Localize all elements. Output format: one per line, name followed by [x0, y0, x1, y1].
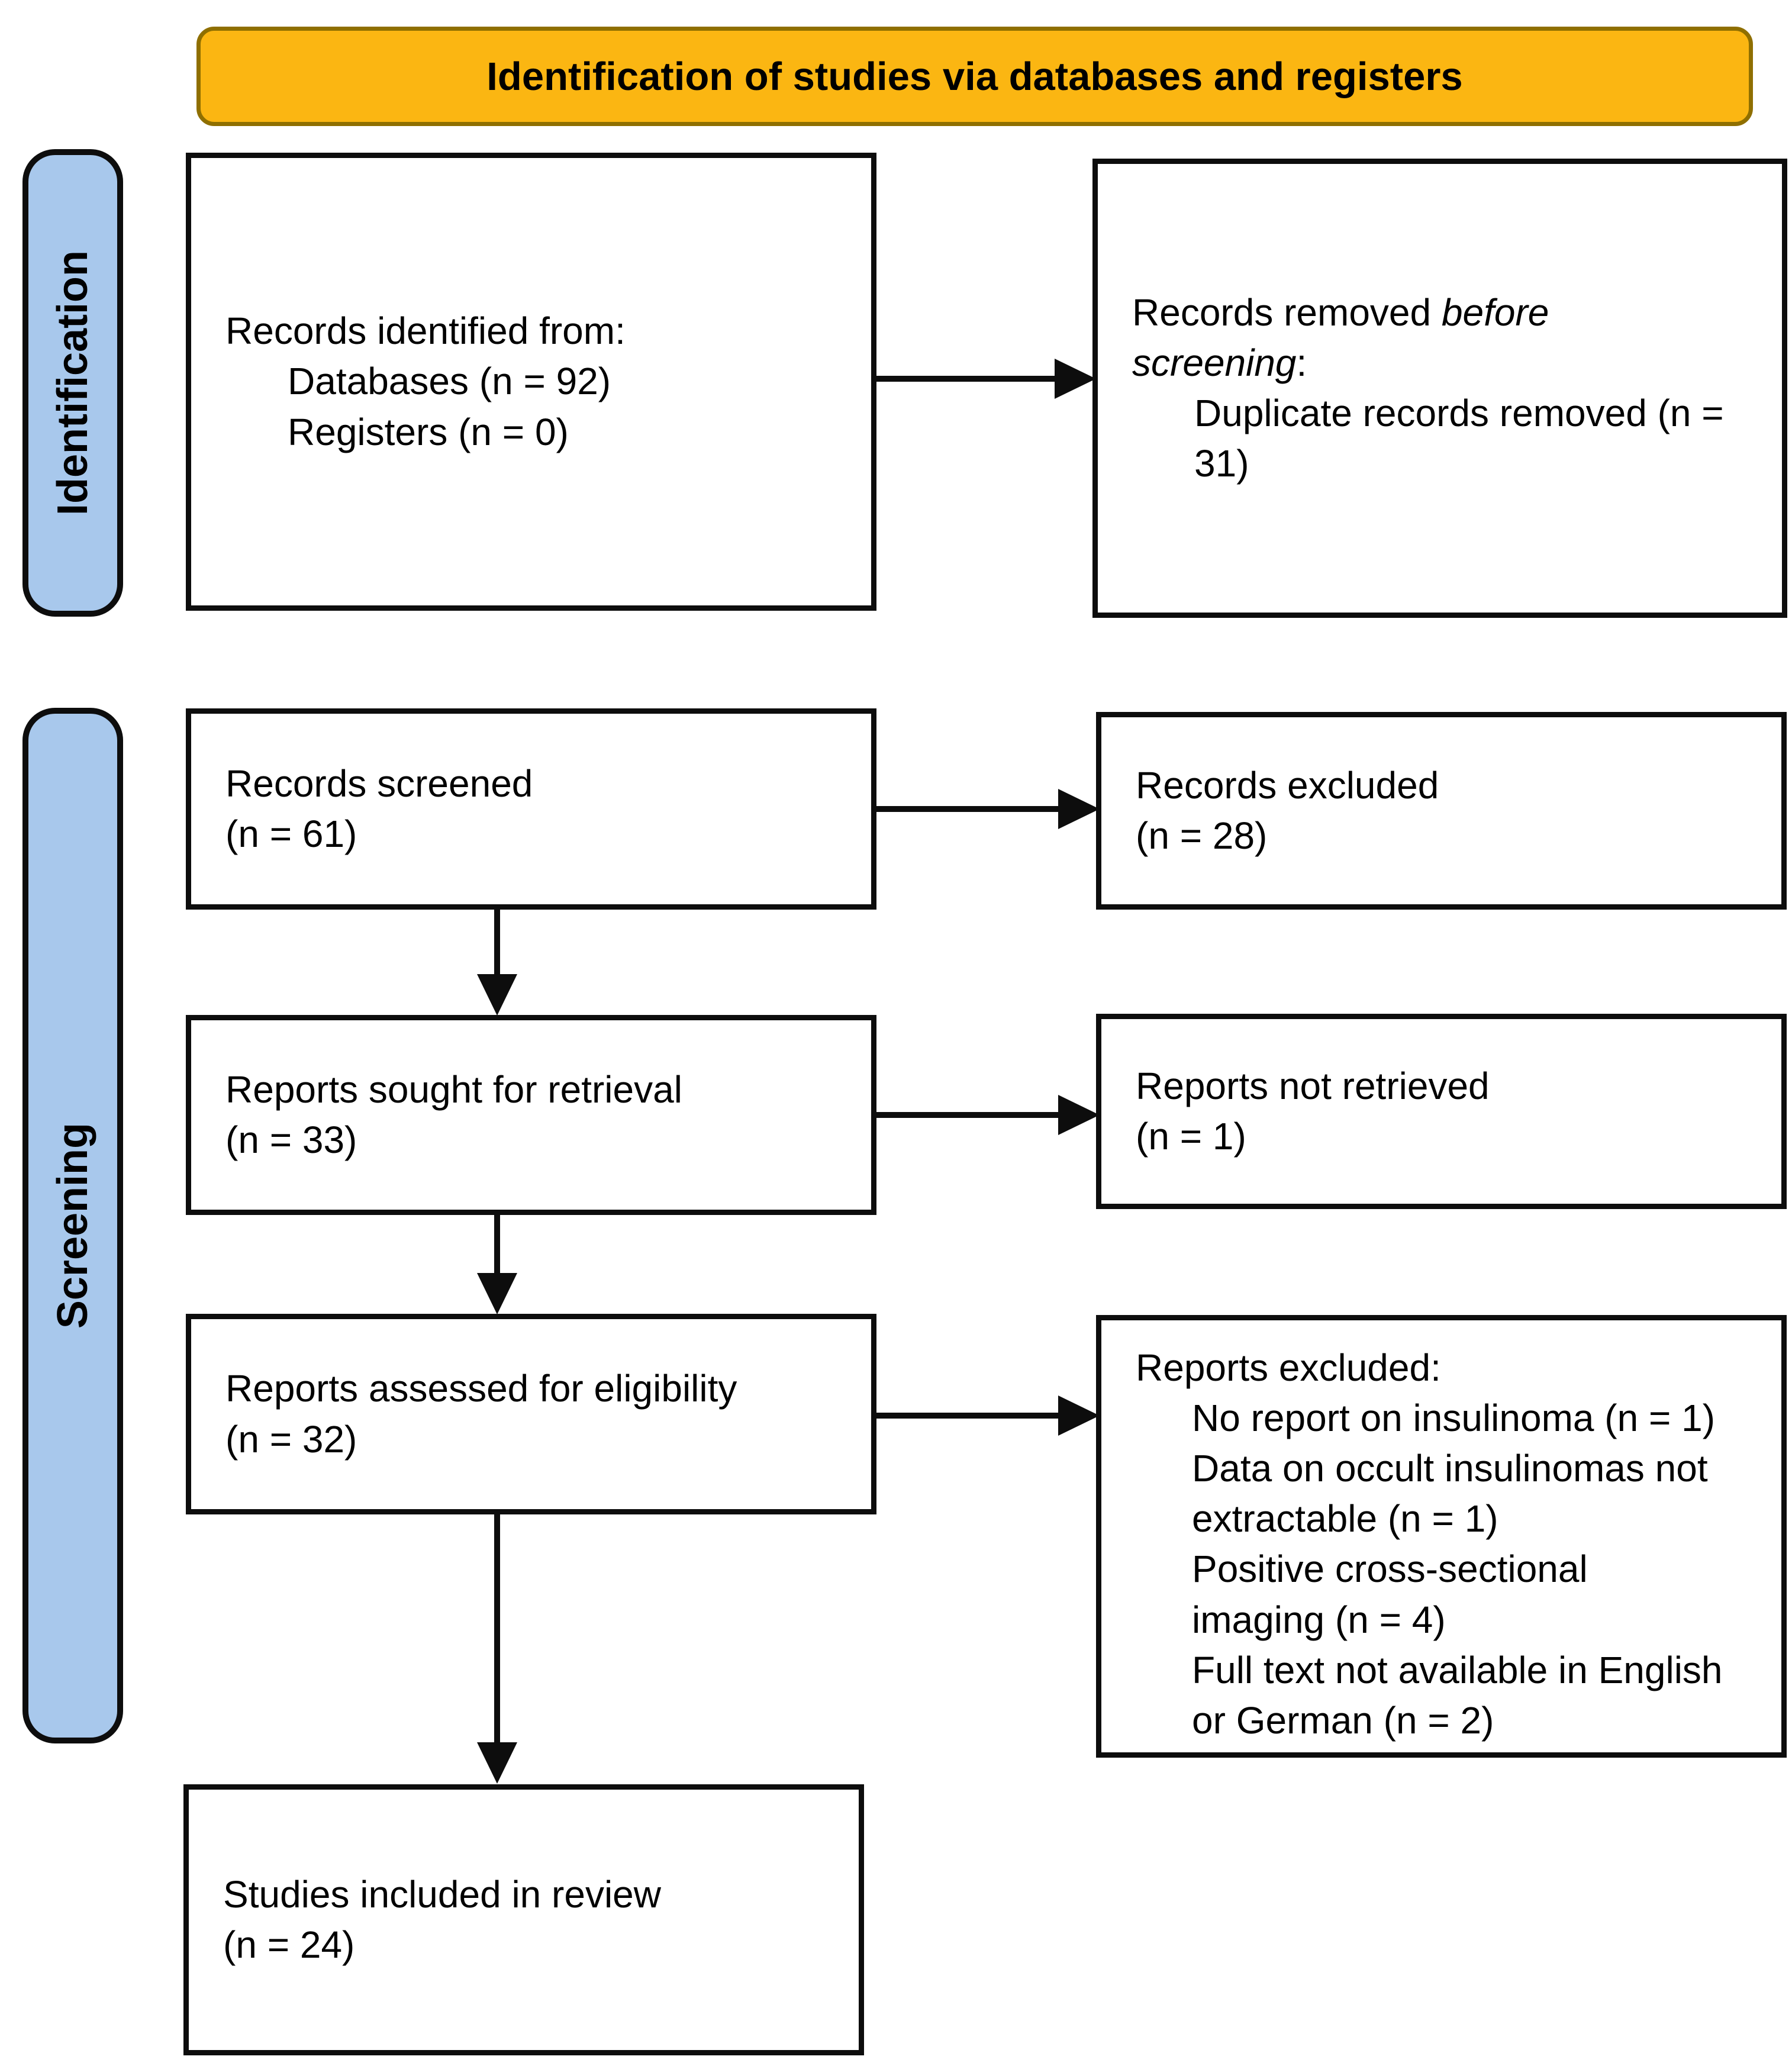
box-reports-not-retrieved: Reports not retrieved (n = 1): [1096, 1014, 1787, 1209]
box-records-screened: Records screened (n = 61): [186, 708, 876, 910]
reports-not-retrieved-line2: (n = 1): [1136, 1115, 1246, 1158]
stage-label-identification: Identification: [49, 250, 96, 515]
records-identified-line3: Registers (n = 0): [288, 410, 569, 453]
records-screened-line2: (n = 61): [225, 813, 357, 855]
records-excluded-line1: Records excluded: [1136, 763, 1439, 807]
arrow-identified-to-removed: [876, 359, 1096, 399]
box-records-excluded: Records excluded (n = 28): [1096, 712, 1787, 910]
arrow-assessed-to-reports-excluded: [876, 1395, 1100, 1436]
box-records-removed: Records removed before screening: Duplic…: [1092, 159, 1787, 618]
reports-assessed-line2: (n = 32): [225, 1417, 357, 1461]
records-identified-line2: Databases (n = 92): [288, 360, 611, 403]
studies-included-line1: Studies included in review: [223, 1872, 661, 1916]
stage-bar-identification: Identification: [22, 149, 123, 617]
box-reports-sought: Reports sought for retrieval (n = 33): [186, 1015, 876, 1215]
arrow-screened-to-excluded: [876, 789, 1100, 829]
reports-excluded-reason: Positive cross-sectional imaging (n = 4): [1192, 1548, 1588, 1641]
records-excluded-line2: (n = 28): [1136, 814, 1268, 857]
reports-sought-line1: Reports sought for retrieval: [225, 1068, 682, 1111]
arrow-sought-to-not-retrieved: [876, 1095, 1100, 1135]
studies-included-line2: (n = 24): [223, 1923, 355, 1966]
arrow-assessed-to-included: [477, 1514, 517, 1784]
reports-excluded-reason: Full text not available in English or Ge…: [1192, 1648, 1723, 1742]
arrow-screened-to-sought: [477, 910, 517, 1016]
records-screened-line1: Records screened: [225, 762, 533, 805]
reports-assessed-line1: Reports assessed for eligibility: [225, 1367, 737, 1410]
diagram-title: Identification of studies via databases …: [486, 54, 1463, 99]
reports-not-retrieved-line1: Reports not retrieved: [1136, 1064, 1490, 1107]
records-identified-line1: Records identified from:: [225, 310, 626, 353]
reports-excluded-reason: No report on insulinoma (n = 1): [1192, 1397, 1715, 1440]
stage-bar-screening: Screening: [22, 708, 123, 1743]
records-removed-item: Duplicate records removed (n = 31): [1194, 392, 1724, 485]
reports-sought-line2: (n = 33): [225, 1119, 357, 1161]
box-records-identified: Records identified from: Databases (n = …: [186, 153, 876, 611]
arrow-sought-to-assessed: [477, 1215, 517, 1314]
box-reports-assessed: Reports assessed for eligibility (n = 32…: [186, 1314, 876, 1514]
records-removed-line1: Records removed before: [1132, 291, 1549, 334]
header-banner: Identification of studies via databases …: [196, 27, 1753, 126]
stage-label-screening: Screening: [49, 1122, 96, 1329]
reports-excluded-reason: Data on occult insulinomas not extractab…: [1192, 1447, 1708, 1540]
reports-excluded-title: Reports excluded:: [1136, 1346, 1441, 1389]
box-studies-included: Studies included in review (n = 24): [183, 1784, 864, 2055]
box-reports-excluded: Reports excluded: No report on insulinom…: [1096, 1315, 1787, 1758]
records-removed-line2: screening:: [1132, 341, 1307, 384]
